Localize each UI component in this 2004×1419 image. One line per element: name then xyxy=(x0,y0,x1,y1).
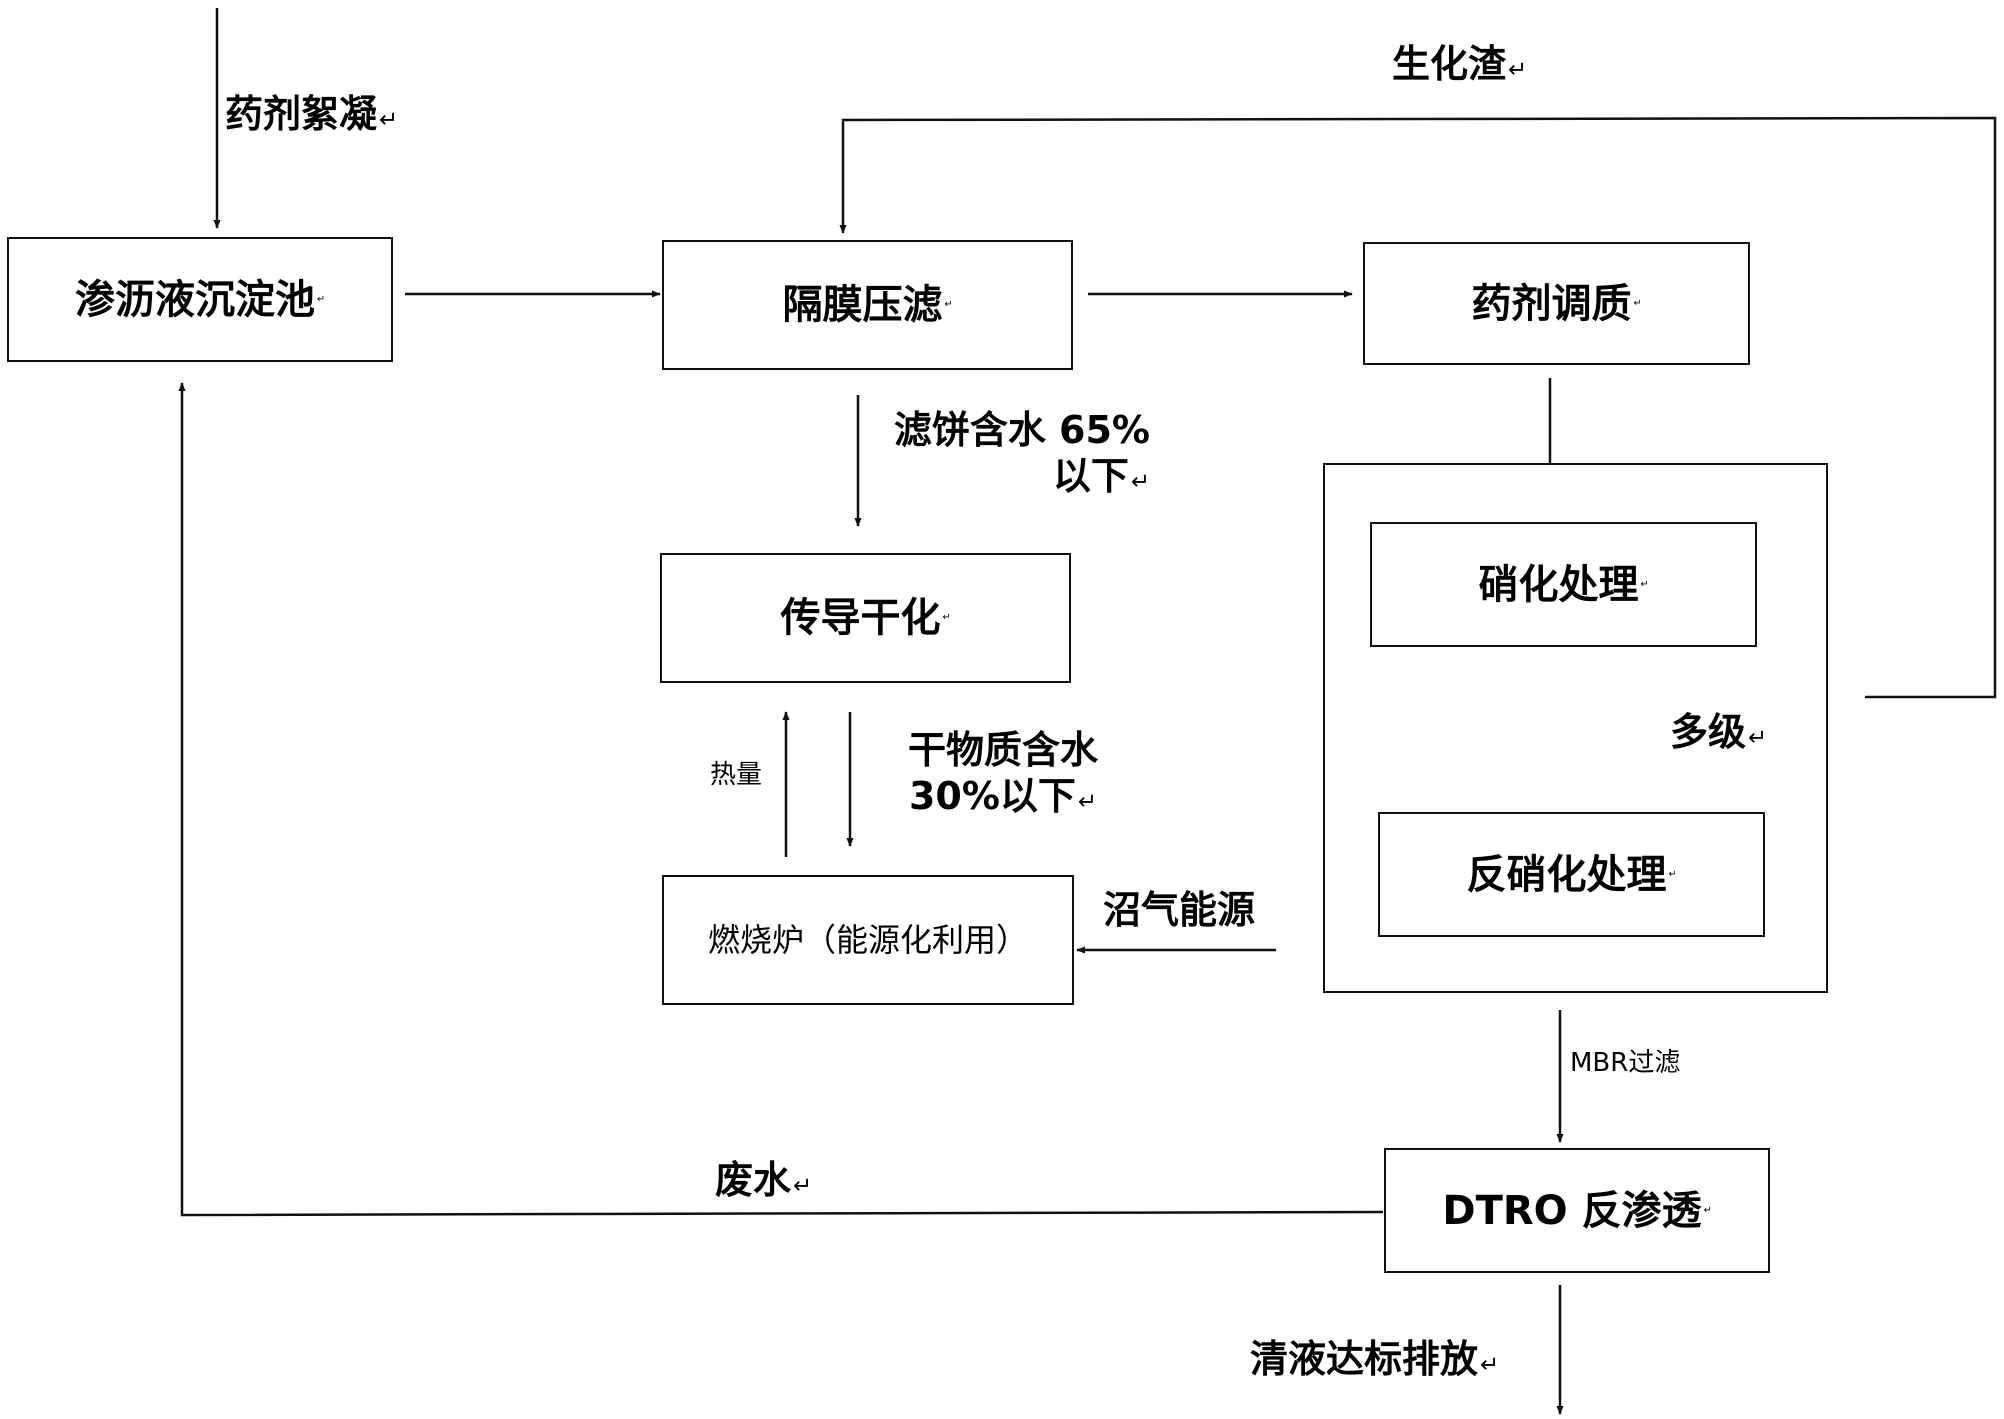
box-incinerator-label: 燃烧炉（能源化利用） xyxy=(707,921,1028,959)
box-dtro: DTRO 反渗透↵ xyxy=(1384,1148,1770,1273)
box-nitrification-label: 硝化处理 xyxy=(1478,561,1639,608)
label-mbr-text: MBR过滤 xyxy=(1570,1048,1681,1078)
label-dry-matter-line2: 30%以下 xyxy=(908,773,1076,818)
box-membrane-press-label: 隔膜压滤 xyxy=(782,282,943,328)
label-biochem-residue-text: 生化渣 xyxy=(1392,42,1507,86)
label-discharge-text: 清液达标排放 xyxy=(1250,1337,1479,1381)
return-mark: ↵ xyxy=(316,293,326,305)
label-filter-cake-line2-row: 以下↵ xyxy=(870,454,1150,500)
box-incinerator: 燃烧炉（能源化利用） xyxy=(662,875,1074,1005)
return-mark: ↵ xyxy=(1703,1204,1712,1216)
label-multistage: 多级↵ xyxy=(1670,710,1767,756)
return-mark: ↵ xyxy=(944,299,953,311)
label-filter-cake-line2: 以下 xyxy=(1052,453,1129,498)
label-dry-matter-line2-row: 30%以下↵ xyxy=(878,774,1128,820)
box-conductive-drying-label: 传导干化 xyxy=(780,595,941,641)
label-biogas-text: 沼气能源 xyxy=(1103,888,1256,932)
box-denitrification-label: 反硝化处理 xyxy=(1466,851,1667,898)
label-wastewater-text: 废水 xyxy=(715,1158,792,1202)
return-mark: ↵ xyxy=(942,612,951,624)
label-dry-matter: 干物质含水 30%以下↵ xyxy=(878,728,1128,819)
arrow-wastewater-recycle xyxy=(178,382,1384,1217)
return-mark: ↵ xyxy=(1668,868,1677,880)
label-heat-text: 热量 xyxy=(710,760,763,790)
return-mark: ↵ xyxy=(1480,1352,1500,1378)
box-leachate-tank-label: 渗沥液沉淀池 xyxy=(74,276,315,323)
return-mark: ↵ xyxy=(1130,468,1150,495)
label-biogas: 沼气能源 xyxy=(1103,888,1255,934)
label-discharge: 清液达标排放↵ xyxy=(1250,1337,1499,1383)
return-mark: ↵ xyxy=(1748,725,1768,751)
label-heat: 热量 xyxy=(710,760,762,791)
box-conditioning: 药剂调质↵ xyxy=(1363,242,1750,365)
box-conditioning-label: 药剂调质 xyxy=(1471,280,1632,327)
label-flocculation: 药剂絮凝↵ xyxy=(225,92,398,138)
box-denitrification: 反硝化处理↵ xyxy=(1378,812,1765,937)
label-dry-matter-line1: 干物质含水 xyxy=(907,728,1098,772)
label-filter-cake: 滤饼含水 65% 以下↵ xyxy=(870,408,1150,499)
return-mark: ↵ xyxy=(1633,297,1642,309)
return-mark: ↵ xyxy=(1508,57,1528,83)
label-filter-cake-line1: 滤饼含水 65% xyxy=(893,408,1150,452)
label-biochem-residue: 生化渣↵ xyxy=(1392,42,1527,88)
box-conductive-drying: 传导干化↵ xyxy=(660,553,1071,683)
arrow-biochem-residue-loop xyxy=(839,116,1997,699)
return-mark: ↵ xyxy=(1077,788,1098,815)
return-mark: ↵ xyxy=(379,107,399,133)
box-nitrification: 硝化处理↵ xyxy=(1370,522,1757,647)
label-flocculation-text: 药剂絮凝 xyxy=(225,92,378,136)
box-leachate-tank: 渗沥液沉淀池↵ xyxy=(7,237,393,362)
return-mark: ↵ xyxy=(1640,578,1649,590)
return-mark: ↵ xyxy=(793,1173,813,1199)
label-mbr: MBR过滤 xyxy=(1570,1048,1680,1079)
box-dtro-label: DTRO 反渗透 xyxy=(1442,1187,1702,1234)
box-membrane-press: 隔膜压滤↵ xyxy=(662,240,1073,370)
label-wastewater: 废水↵ xyxy=(715,1158,812,1204)
label-multistage-text: 多级 xyxy=(1670,710,1747,754)
